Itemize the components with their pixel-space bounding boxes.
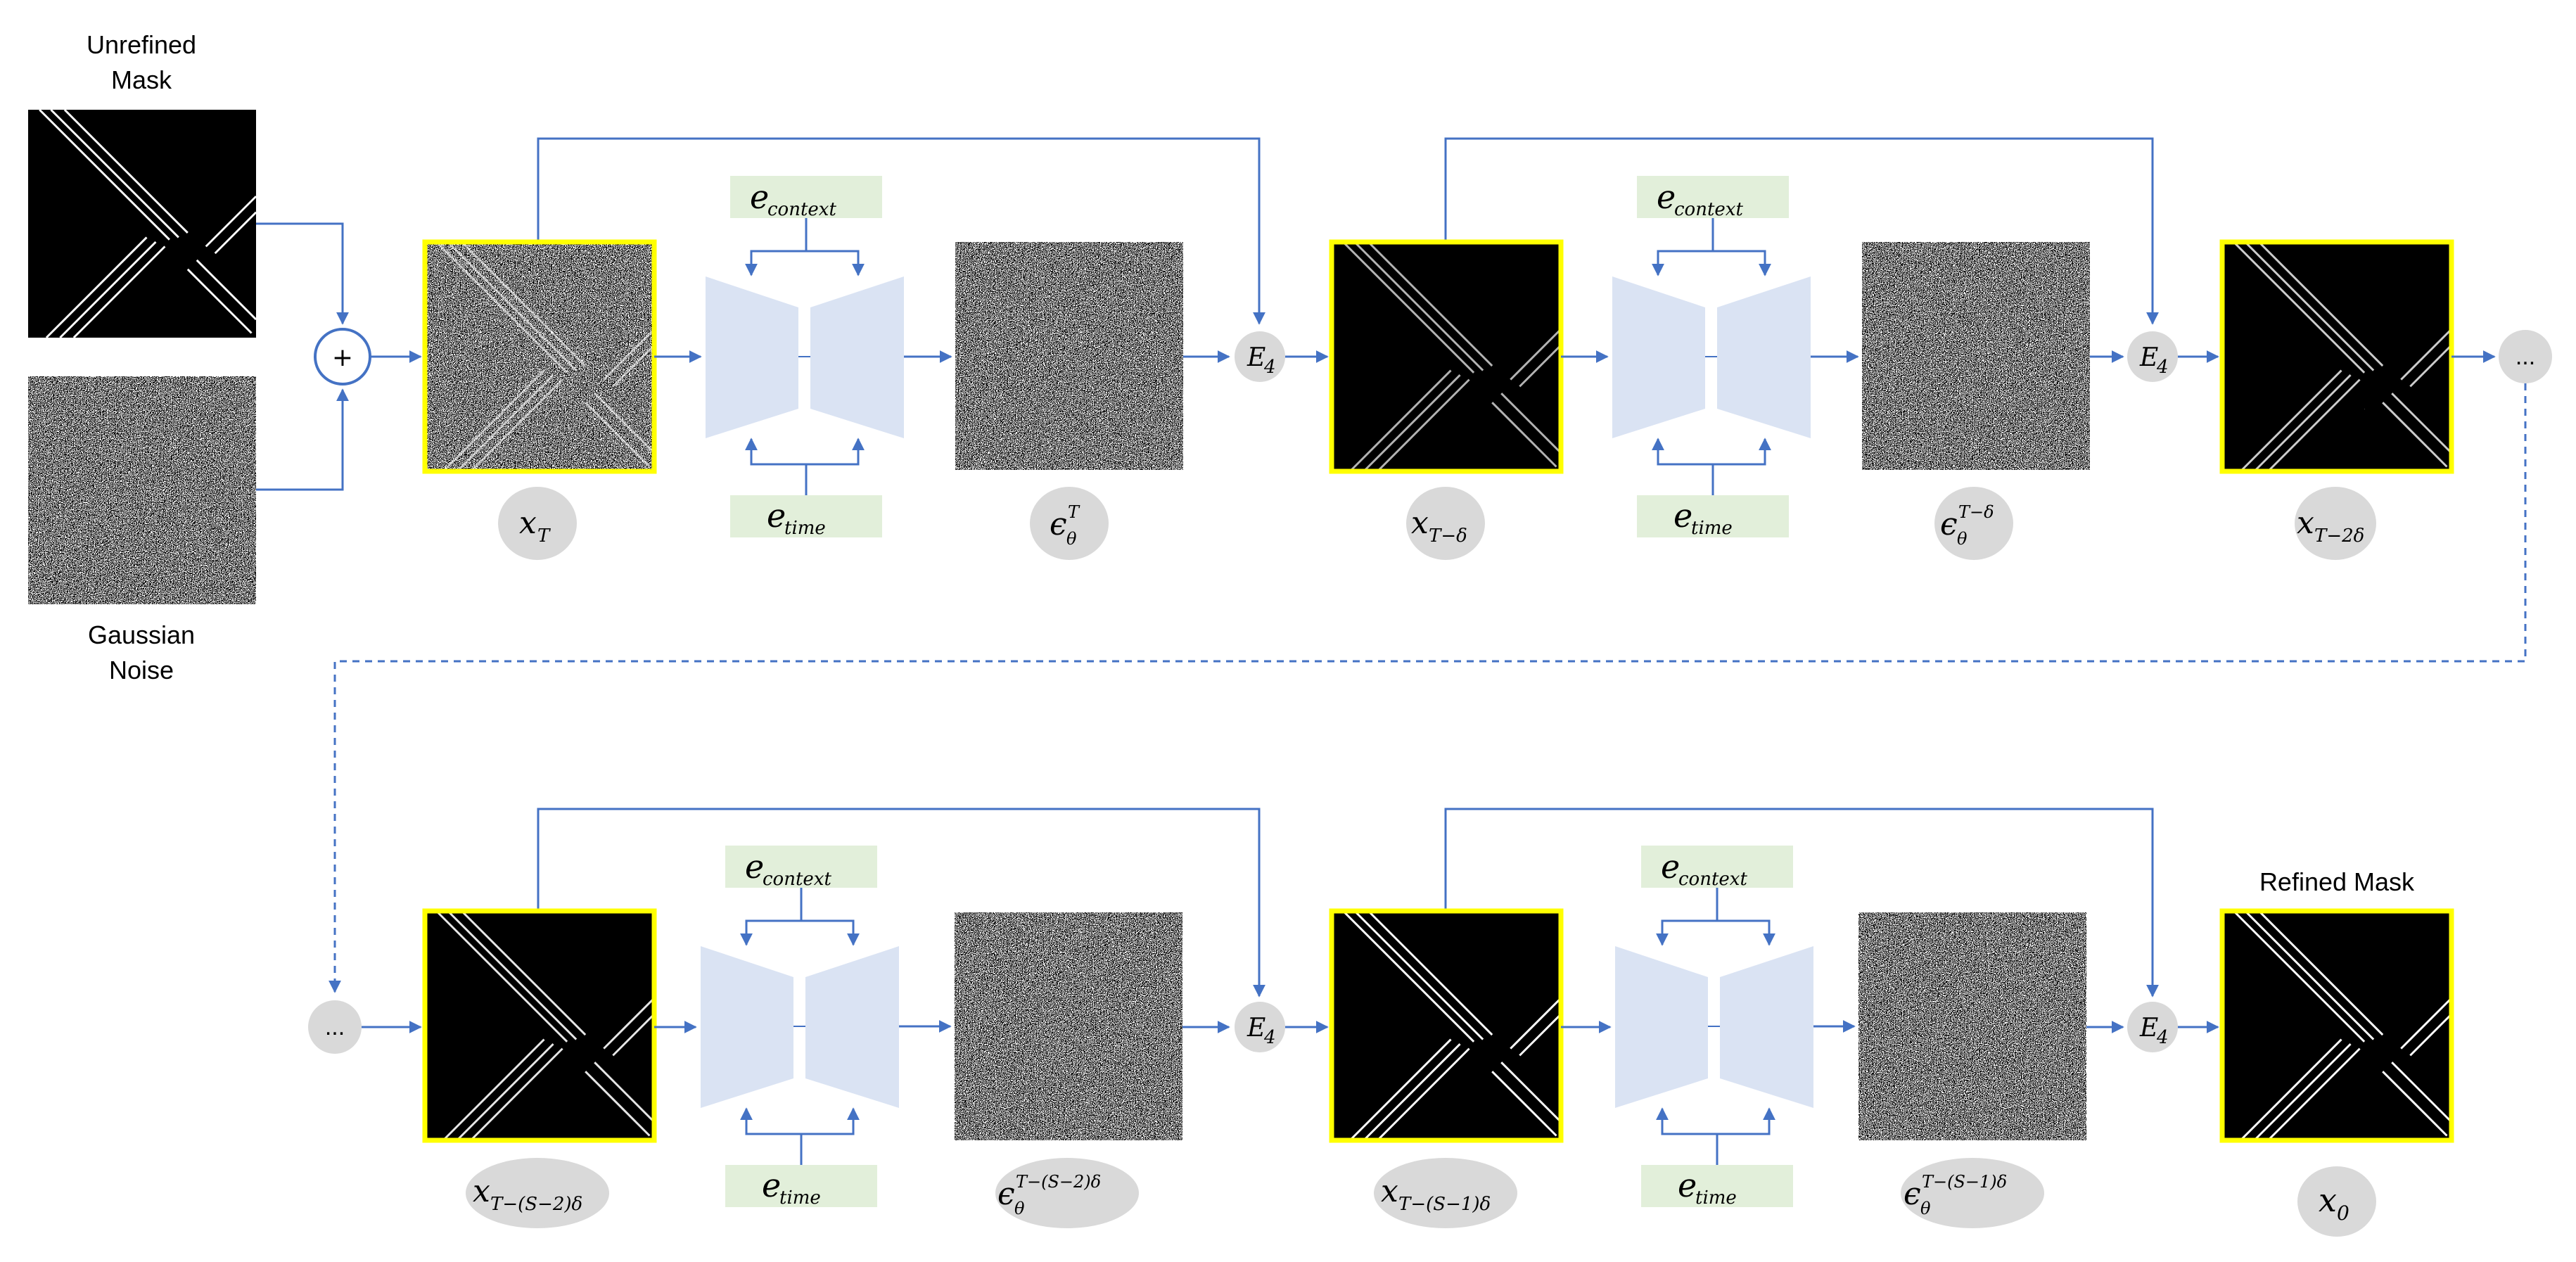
svg-text:context: context xyxy=(1674,199,1743,220)
svg-text:context: context xyxy=(767,199,836,220)
gaussian-noise-label-line1: Gaussian xyxy=(88,620,195,649)
ellipsis-node-2: ... xyxy=(308,1000,362,1054)
svg-text:x: x xyxy=(1411,505,1429,541)
label-xT-minus-S-minus-2-delta: x T−(S−2)δ xyxy=(466,1158,609,1228)
refined-mask-label: Refined Mask xyxy=(2259,867,2415,896)
svg-text:e: e xyxy=(762,1166,781,1204)
unrefined-mask-label-line1: Unrefined xyxy=(87,30,196,59)
svg-text:4: 4 xyxy=(1263,357,1276,378)
svg-text:θ: θ xyxy=(1957,529,1968,549)
svg-text:E: E xyxy=(2139,343,2158,372)
svg-text:context: context xyxy=(763,869,831,890)
eval-node-4: E 4 xyxy=(2127,1002,2178,1052)
unrefined-mask-label-line2: Mask xyxy=(111,65,172,94)
latent-image-xT-minus-2delta xyxy=(2219,239,2454,474)
svg-text:T−δ: T−δ xyxy=(1958,502,1994,522)
predicted-noise-image-2 xyxy=(1862,242,2090,470)
unet-block-3 xyxy=(701,946,899,1108)
svg-text:0: 0 xyxy=(2337,1202,2349,1225)
svg-text:ϵ: ϵ xyxy=(1050,506,1067,542)
label-noise-T-minus-delta: ϵ θ T−δ xyxy=(1934,487,2013,560)
latent-image-xT-minus-S-minus-1-delta xyxy=(1329,908,1564,1143)
refined-mask-image xyxy=(2219,908,2454,1143)
label-noise-T-minus-S-minus-2-delta: ϵ θ T−(S−2)δ xyxy=(995,1158,1139,1228)
predicted-noise-image-3 xyxy=(955,912,1182,1140)
svg-text:e: e xyxy=(745,848,764,886)
unet-block-4 xyxy=(1615,946,1813,1108)
svg-text:T: T xyxy=(1068,502,1080,522)
time-embedding-2: e time xyxy=(1637,495,1789,539)
eval-node-3: E 4 xyxy=(1235,1002,1285,1052)
svg-text:...: ... xyxy=(325,1014,345,1040)
svg-text:e: e xyxy=(1673,497,1692,535)
label-noise-T-minus-S-minus-1-delta: ϵ θ T−(S−1)δ xyxy=(1901,1158,2044,1228)
label-x0: x 0 xyxy=(2297,1166,2376,1237)
svg-text:E: E xyxy=(2139,1014,2158,1043)
predicted-noise-image-1 xyxy=(955,242,1183,470)
svg-text:time: time xyxy=(779,1187,821,1209)
ellipsis-node-1: ... xyxy=(2499,330,2552,383)
svg-text:ϵ: ϵ xyxy=(1940,506,1958,542)
svg-text:E: E xyxy=(1246,1014,1265,1043)
svg-text:4: 4 xyxy=(2156,357,2169,378)
label-noise-T: ϵ θ T xyxy=(1030,487,1109,560)
context-embedding-1: e context xyxy=(730,176,882,220)
svg-text:x: x xyxy=(2319,1181,2337,1219)
svg-text:4: 4 xyxy=(1263,1027,1276,1048)
add-symbol: + xyxy=(332,343,353,372)
unrefined-mask-image xyxy=(28,110,256,338)
svg-text:T−(S−2)δ: T−(S−2)δ xyxy=(1016,1172,1101,1192)
svg-text:T−(S−1)δ: T−(S−1)δ xyxy=(1922,1172,2007,1192)
svg-text:ϵ: ϵ xyxy=(997,1176,1015,1212)
svg-text:θ: θ xyxy=(1066,529,1077,549)
svg-text:context: context xyxy=(1678,869,1747,890)
latent-image-xT-minus-S-minus-2-delta xyxy=(422,908,657,1143)
svg-text:θ: θ xyxy=(1014,1199,1025,1218)
svg-text:time: time xyxy=(784,518,826,539)
svg-text:e: e xyxy=(1657,178,1676,216)
svg-text:T−(S−1)δ: T−(S−1)δ xyxy=(1398,1194,1491,1215)
label-xT-minus-S-minus-1-delta: x T−(S−1)δ xyxy=(1374,1158,1517,1228)
svg-text:T−δ: T−δ xyxy=(1429,525,1467,547)
label-xT: x T xyxy=(498,487,577,560)
svg-text:T: T xyxy=(537,525,551,547)
label-xT-minus-delta: x T−δ xyxy=(1406,487,1485,560)
latent-image-xT-minus-delta xyxy=(1329,239,1564,474)
eval-node-1: E 4 xyxy=(1235,331,1285,382)
gaussian-noise-image xyxy=(28,376,256,604)
svg-text:time: time xyxy=(1695,1187,1737,1209)
unet-block-2 xyxy=(1612,276,1811,438)
svg-text:e: e xyxy=(767,497,786,535)
svg-text:θ: θ xyxy=(1920,1199,1931,1218)
add-operator: + xyxy=(314,328,371,385)
unet-block-1 xyxy=(706,276,904,438)
svg-text:E: E xyxy=(1246,343,1265,372)
svg-text:T−(S−2)δ: T−(S−2)δ xyxy=(490,1194,582,1215)
svg-text:e: e xyxy=(1661,848,1680,886)
svg-text:x: x xyxy=(473,1173,490,1209)
latent-image-xT xyxy=(422,239,657,474)
svg-text:4: 4 xyxy=(2156,1027,2169,1048)
svg-text:x: x xyxy=(1381,1173,1398,1209)
svg-text:e: e xyxy=(750,178,769,216)
svg-text:x: x xyxy=(519,505,537,541)
svg-text:x: x xyxy=(2297,505,2314,541)
context-embedding-3: e context xyxy=(725,846,877,890)
eval-node-2: E 4 xyxy=(2127,331,2178,382)
context-embedding-4: e context xyxy=(1641,846,1793,890)
svg-text:T−2δ: T−2δ xyxy=(2314,525,2364,547)
svg-text:ϵ: ϵ xyxy=(1904,1176,1921,1212)
svg-text:e: e xyxy=(1678,1166,1697,1204)
context-embedding-2: e context xyxy=(1637,176,1789,220)
predicted-noise-image-4 xyxy=(1858,912,2086,1140)
svg-text:...: ... xyxy=(2516,343,2535,370)
svg-text:time: time xyxy=(1691,518,1733,539)
time-embedding-1: e time xyxy=(730,495,882,539)
time-embedding-3: e time xyxy=(725,1165,877,1209)
label-xT-minus-2delta: x T−2δ xyxy=(2295,487,2376,560)
gaussian-noise-label-line2: Noise xyxy=(109,656,174,684)
time-embedding-4: e time xyxy=(1641,1165,1793,1209)
